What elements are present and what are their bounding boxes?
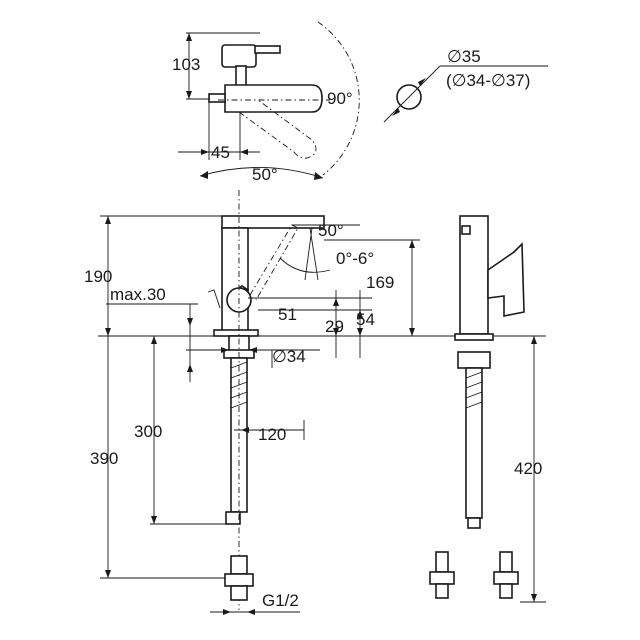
side-spout-outlet	[461, 225, 471, 235]
dim-51-label: 51	[278, 305, 297, 324]
tilt-ray-2	[304, 227, 313, 281]
dim-190-arrow-bottom	[105, 328, 111, 336]
top-view-neck	[235, 65, 247, 87]
dim-29-arrow-bottom	[357, 328, 363, 336]
side-base	[454, 333, 494, 341]
base-plate	[213, 329, 259, 337]
arc-tilt	[279, 257, 331, 273]
dim-g12-arrow-left	[223, 609, 231, 615]
dim-max30-arrow	[187, 318, 193, 326]
dim-103-arrow-top	[186, 33, 192, 41]
top-view-spout-root	[208, 93, 226, 103]
right-connector-thread	[499, 583, 513, 599]
dim-shank-arrow-right	[249, 347, 257, 353]
dim-45-label: 45	[211, 143, 230, 162]
faucet-body	[221, 227, 249, 333]
dim-29-arrow-top	[357, 310, 363, 318]
lever-tip	[207, 289, 221, 309]
top-view-handle-base	[221, 44, 257, 68]
dim-50-swing-label: 50°	[252, 165, 278, 184]
dim-45-arrow-left	[201, 149, 209, 155]
dim-shank-arrow-left	[221, 347, 229, 353]
dim-120-arrow	[241, 427, 249, 433]
dim-g12-arrow-right	[247, 609, 255, 615]
hole-diameter-detail: ∅35 (∅34-∅37)	[383, 47, 548, 123]
dim-54-label: 54	[356, 310, 375, 329]
side-hose-end	[467, 517, 481, 529]
dim-169-arrow-top	[409, 240, 415, 248]
dim-300-label: 300	[134, 422, 162, 441]
hole-diameter-range-label: (∅34-∅37)	[446, 71, 530, 90]
hole-diameter-label: ∅35	[447, 47, 481, 66]
dim-54-arrow-bottom	[333, 328, 339, 336]
arc-50-arrow-left	[200, 171, 208, 179]
right-side-view: 420	[429, 215, 546, 603]
arc-50-swing	[199, 167, 324, 179]
hose-end	[225, 511, 241, 525]
right-connector-nut	[493, 571, 519, 585]
side-shank-nut	[457, 351, 491, 369]
dim-45-arrow-right	[240, 149, 248, 155]
dim-103-label: 103	[172, 55, 200, 74]
left-connector-stem	[435, 551, 449, 573]
dim-90-label: 90°	[327, 89, 353, 108]
dim-190-label: 190	[84, 267, 112, 286]
top-view-spout	[224, 84, 323, 113]
dim-300-arrow-bottom	[151, 516, 157, 524]
top-view-swing-outline	[238, 99, 317, 159]
spout-top	[221, 215, 325, 229]
arc-50-arrow-right	[314, 172, 323, 180]
hole-arrow-a	[392, 108, 400, 116]
connector-nut	[224, 573, 254, 587]
right-connector-stem	[499, 551, 513, 573]
left-connector-nut	[429, 571, 455, 585]
lever-swung-outline	[249, 224, 299, 301]
tilt-ray-1	[309, 227, 319, 281]
dim-190-arrow-top	[105, 216, 111, 224]
dim-120-label: 120	[258, 425, 286, 444]
side-hose-hatch	[465, 371, 483, 409]
dim-390-label: 390	[90, 449, 118, 468]
side-lever	[487, 242, 525, 317]
side-hose	[465, 367, 483, 519]
hole-leader	[383, 65, 441, 123]
dim-54-arrow-top	[333, 298, 339, 306]
connector-body	[230, 555, 248, 575]
dim-103-arrow-bottom	[186, 91, 192, 99]
dim-300-arrow-top	[151, 336, 157, 344]
arc-90	[317, 21, 360, 176]
dim-lever-50-label: 50°	[318, 221, 344, 240]
dim-shank-label: ∅34	[272, 347, 306, 366]
dim-420-arrow-top	[531, 336, 537, 344]
top-view: 103 90° 45 50°	[172, 21, 360, 184]
top-view-lever-stem	[254, 45, 281, 54]
dim-390-arrow-bottom	[105, 570, 111, 578]
left-connector-thread	[435, 583, 449, 599]
dim-420-arrow-bottom	[531, 594, 537, 602]
dim-tilt-label: 0°-6°	[336, 249, 374, 268]
side-elevation: 190 max.30 50° 0°-6° 169 51 29 54	[84, 190, 546, 615]
dim-max30-label: max.30	[110, 285, 166, 304]
dim-169-arrow-bottom	[409, 328, 415, 336]
dim-29-label: 29	[325, 317, 344, 336]
dim-169-label: 169	[366, 273, 394, 292]
connector-thread	[230, 585, 248, 601]
dim-max30-arrow-2	[187, 364, 193, 372]
dim-420-label: 420	[514, 459, 542, 478]
dim-g12-label: G1/2	[262, 591, 299, 610]
hole-arrow-b	[418, 78, 426, 86]
